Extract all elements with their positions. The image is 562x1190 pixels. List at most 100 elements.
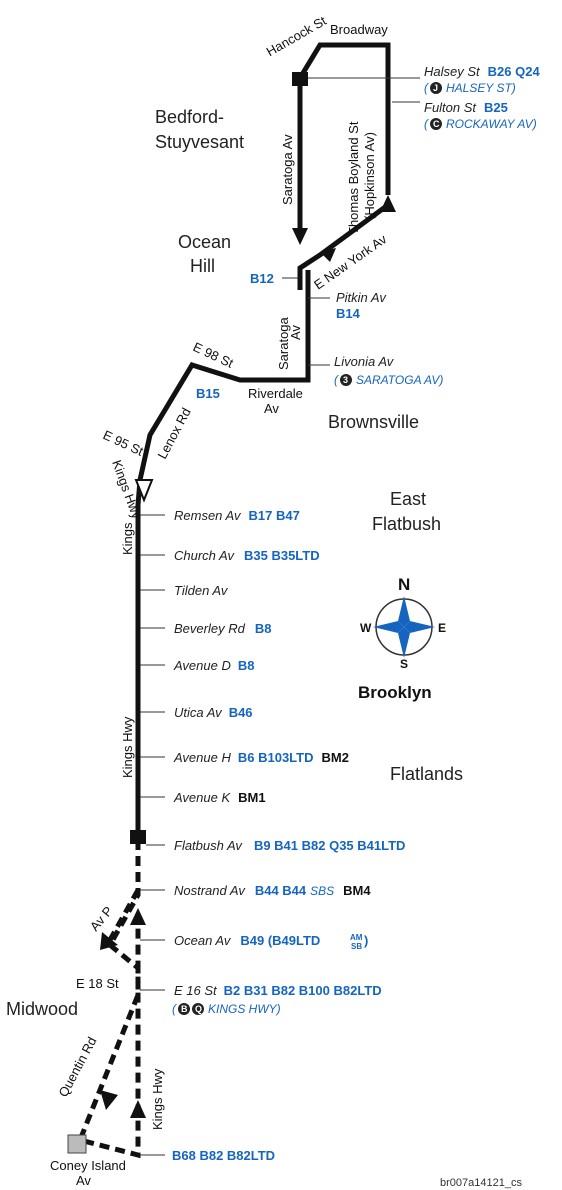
svg-text:Church Av B35 B35LTD: Church Av B35 B35LTD: [174, 547, 320, 564]
route-arrow-up-kings-bottom: [130, 1100, 146, 1118]
svg-text:Remsen Av B17 B47: Remsen Av B17 B47: [174, 507, 300, 524]
stop-routes: B8: [238, 658, 255, 673]
svg-text:Halsey St B26 Q24: Halsey St B26 Q24: [424, 63, 540, 80]
hood-bedford: Bedford-: [155, 107, 224, 127]
doc-code: br007a14121_cs: [440, 1177, 522, 1189]
stop-name: Avenue D: [173, 658, 231, 673]
svg-text:Ocean Av B49 (B49LTD: Ocean Av B49 (B49LTD: [174, 932, 320, 949]
stop-name: Avenue H: [173, 750, 231, 765]
subway-bullet-q: [192, 1003, 204, 1015]
street-hancock: Hancock St: [264, 13, 329, 59]
street-saratoga-av: Saratoga Av: [280, 134, 295, 205]
paren-open: (: [424, 117, 430, 131]
terminal-coney-island: [67, 1134, 87, 1154]
stop-fulton: Fulton St B25 ( C ROCKAWAY AV): [424, 99, 537, 131]
street-riverdale-2: Av: [264, 401, 279, 416]
compass-w: W: [360, 621, 372, 635]
stop-name: Flatbush Av: [174, 838, 243, 853]
stop-routes: B44 B44: [255, 883, 307, 898]
stop-routes: B35 B35LTD: [244, 548, 320, 563]
hood-ocean: Ocean: [178, 232, 231, 252]
stop-avenue-k: Avenue K BM1: [173, 789, 266, 806]
stop-name: Church Av: [174, 548, 235, 563]
stop-tilden: Tilden Av: [174, 583, 229, 598]
stop-ocean-am: AM: [350, 933, 363, 942]
stop-routes: B9 B41 B82 Q35 B41LTD: [254, 838, 406, 853]
stop-ticks: [140, 77, 420, 1156]
stop-name: Avenue K: [173, 790, 231, 805]
subway-line-c: C: [433, 119, 440, 129]
stop-pitkin: Pitkin Av B14: [336, 290, 387, 321]
stop-routes: B49 (B49LTD: [240, 933, 320, 948]
stop-avenue-d: Avenue D B8: [173, 657, 254, 674]
stop-routes: B2 B31 B82 B100 B82LTD: [224, 983, 382, 998]
route-arrow-down: [292, 228, 308, 245]
stop-name: Remsen Av: [174, 508, 242, 523]
stop-express: BM1: [238, 790, 265, 805]
street-kings-hwy-main: Kings Hwy: [120, 716, 135, 778]
subway-station: SARATOGA AV): [356, 373, 443, 387]
stop-name: Halsey St: [424, 64, 481, 79]
route-arrow-quentin: [100, 1090, 118, 1110]
stop-avenue-h: Avenue H B6 B103LTD BM2: [173, 749, 349, 766]
svg-text:Utica Av B46: Utica Av B46: [174, 704, 253, 721]
compass-s: S: [400, 657, 408, 671]
paren-open: (: [424, 81, 430, 95]
route-line-solid: [135, 42, 391, 835]
stop-e16: E 16 St B2 B31 B82 B100 B82LTD ( B Q KIN…: [172, 982, 382, 1016]
street-kings: Kings: [120, 522, 135, 555]
stop-halsey: Halsey St B26 Q24 ( J HALSEY ST): [424, 63, 540, 95]
street-e-18: E 18 St: [76, 976, 119, 991]
route-arrow-kings-split: [134, 479, 154, 503]
subway-line-b: B: [181, 1004, 188, 1014]
street-saratoga-av-south-2: Av: [288, 325, 303, 340]
street-e-95: E 95 St: [101, 427, 146, 459]
svg-text:Beverley Rd B8: Beverley Rd B8: [174, 620, 271, 637]
street-broadway: Broadway: [330, 22, 388, 37]
stop-name: Ocean Av: [174, 933, 232, 948]
compass-n: N: [398, 575, 410, 594]
route-arrow-av-p: [100, 932, 118, 950]
stop-express: BM4: [343, 883, 371, 898]
hood-bedford-2: Stuyvesant: [155, 132, 244, 152]
stop-name: Livonia Av: [334, 354, 395, 369]
street-thomas-boyland: Thomas Boyland St: [346, 121, 361, 235]
hood-east-flatbush-2: Flatbush: [372, 514, 441, 534]
stop-routes: B46: [229, 705, 253, 720]
svg-text:E 16 St B2 B31 B82 B100: E 16 St B2 B31 B82 B100 B82LTD: [174, 982, 382, 999]
stop-livonia: Livonia Av ( 3 SARATOGA AV): [334, 354, 443, 387]
stop-name: Nostrand Av: [174, 883, 246, 898]
stop-name: Beverley Rd: [174, 621, 246, 636]
compass-rose: N S W E: [360, 575, 446, 671]
street-hopkinson: (Hopkinson Av): [362, 132, 377, 220]
stop-routes: B14: [336, 306, 361, 321]
svg-text:Fulton St B25: Fulton St B25: [424, 99, 508, 116]
subway-station: KINGS HWY): [208, 1002, 281, 1016]
svg-text:Avenue D B8: Avenue D B8: [173, 657, 254, 674]
stop-remsen: Remsen Av B17 B47: [174, 507, 300, 524]
stop-ocean-sb: SB: [351, 942, 362, 951]
route-arrow-ne: [320, 248, 336, 262]
subway-bullet-j: [430, 82, 442, 94]
hood-brownsville: Brownsville: [328, 412, 419, 432]
subway-bullet-b: [178, 1003, 190, 1015]
hood-midwood: Midwood: [6, 999, 78, 1019]
route-arrow-up: [380, 195, 396, 212]
stop-sbs: SBS: [310, 884, 334, 898]
subway-station: HALSEY ST): [446, 81, 516, 95]
street-saratoga-av-south: Saratoga: [276, 316, 291, 370]
svg-text:Avenue H B6 B103LTD: Avenue H B6 B103LTD BM2: [173, 749, 349, 766]
route-line-dashed: [76, 840, 141, 1159]
route-b12: B12: [250, 271, 274, 286]
paren-open: (: [334, 373, 340, 387]
svg-text:Avenue K BM1: Avenue K BM1: [173, 789, 266, 806]
subway-line-j: J: [433, 83, 438, 93]
borough-brooklyn: Brooklyn: [358, 683, 432, 702]
route-bottom: B68 B82 B82LTD: [172, 1148, 275, 1163]
hood-east-flatbush: East: [390, 489, 426, 509]
street-av-p: Av P: [87, 903, 116, 933]
subway-bullet-3: [340, 374, 352, 386]
stop-express: BM2: [321, 750, 348, 765]
stop-routes: B26 Q24: [488, 64, 541, 79]
